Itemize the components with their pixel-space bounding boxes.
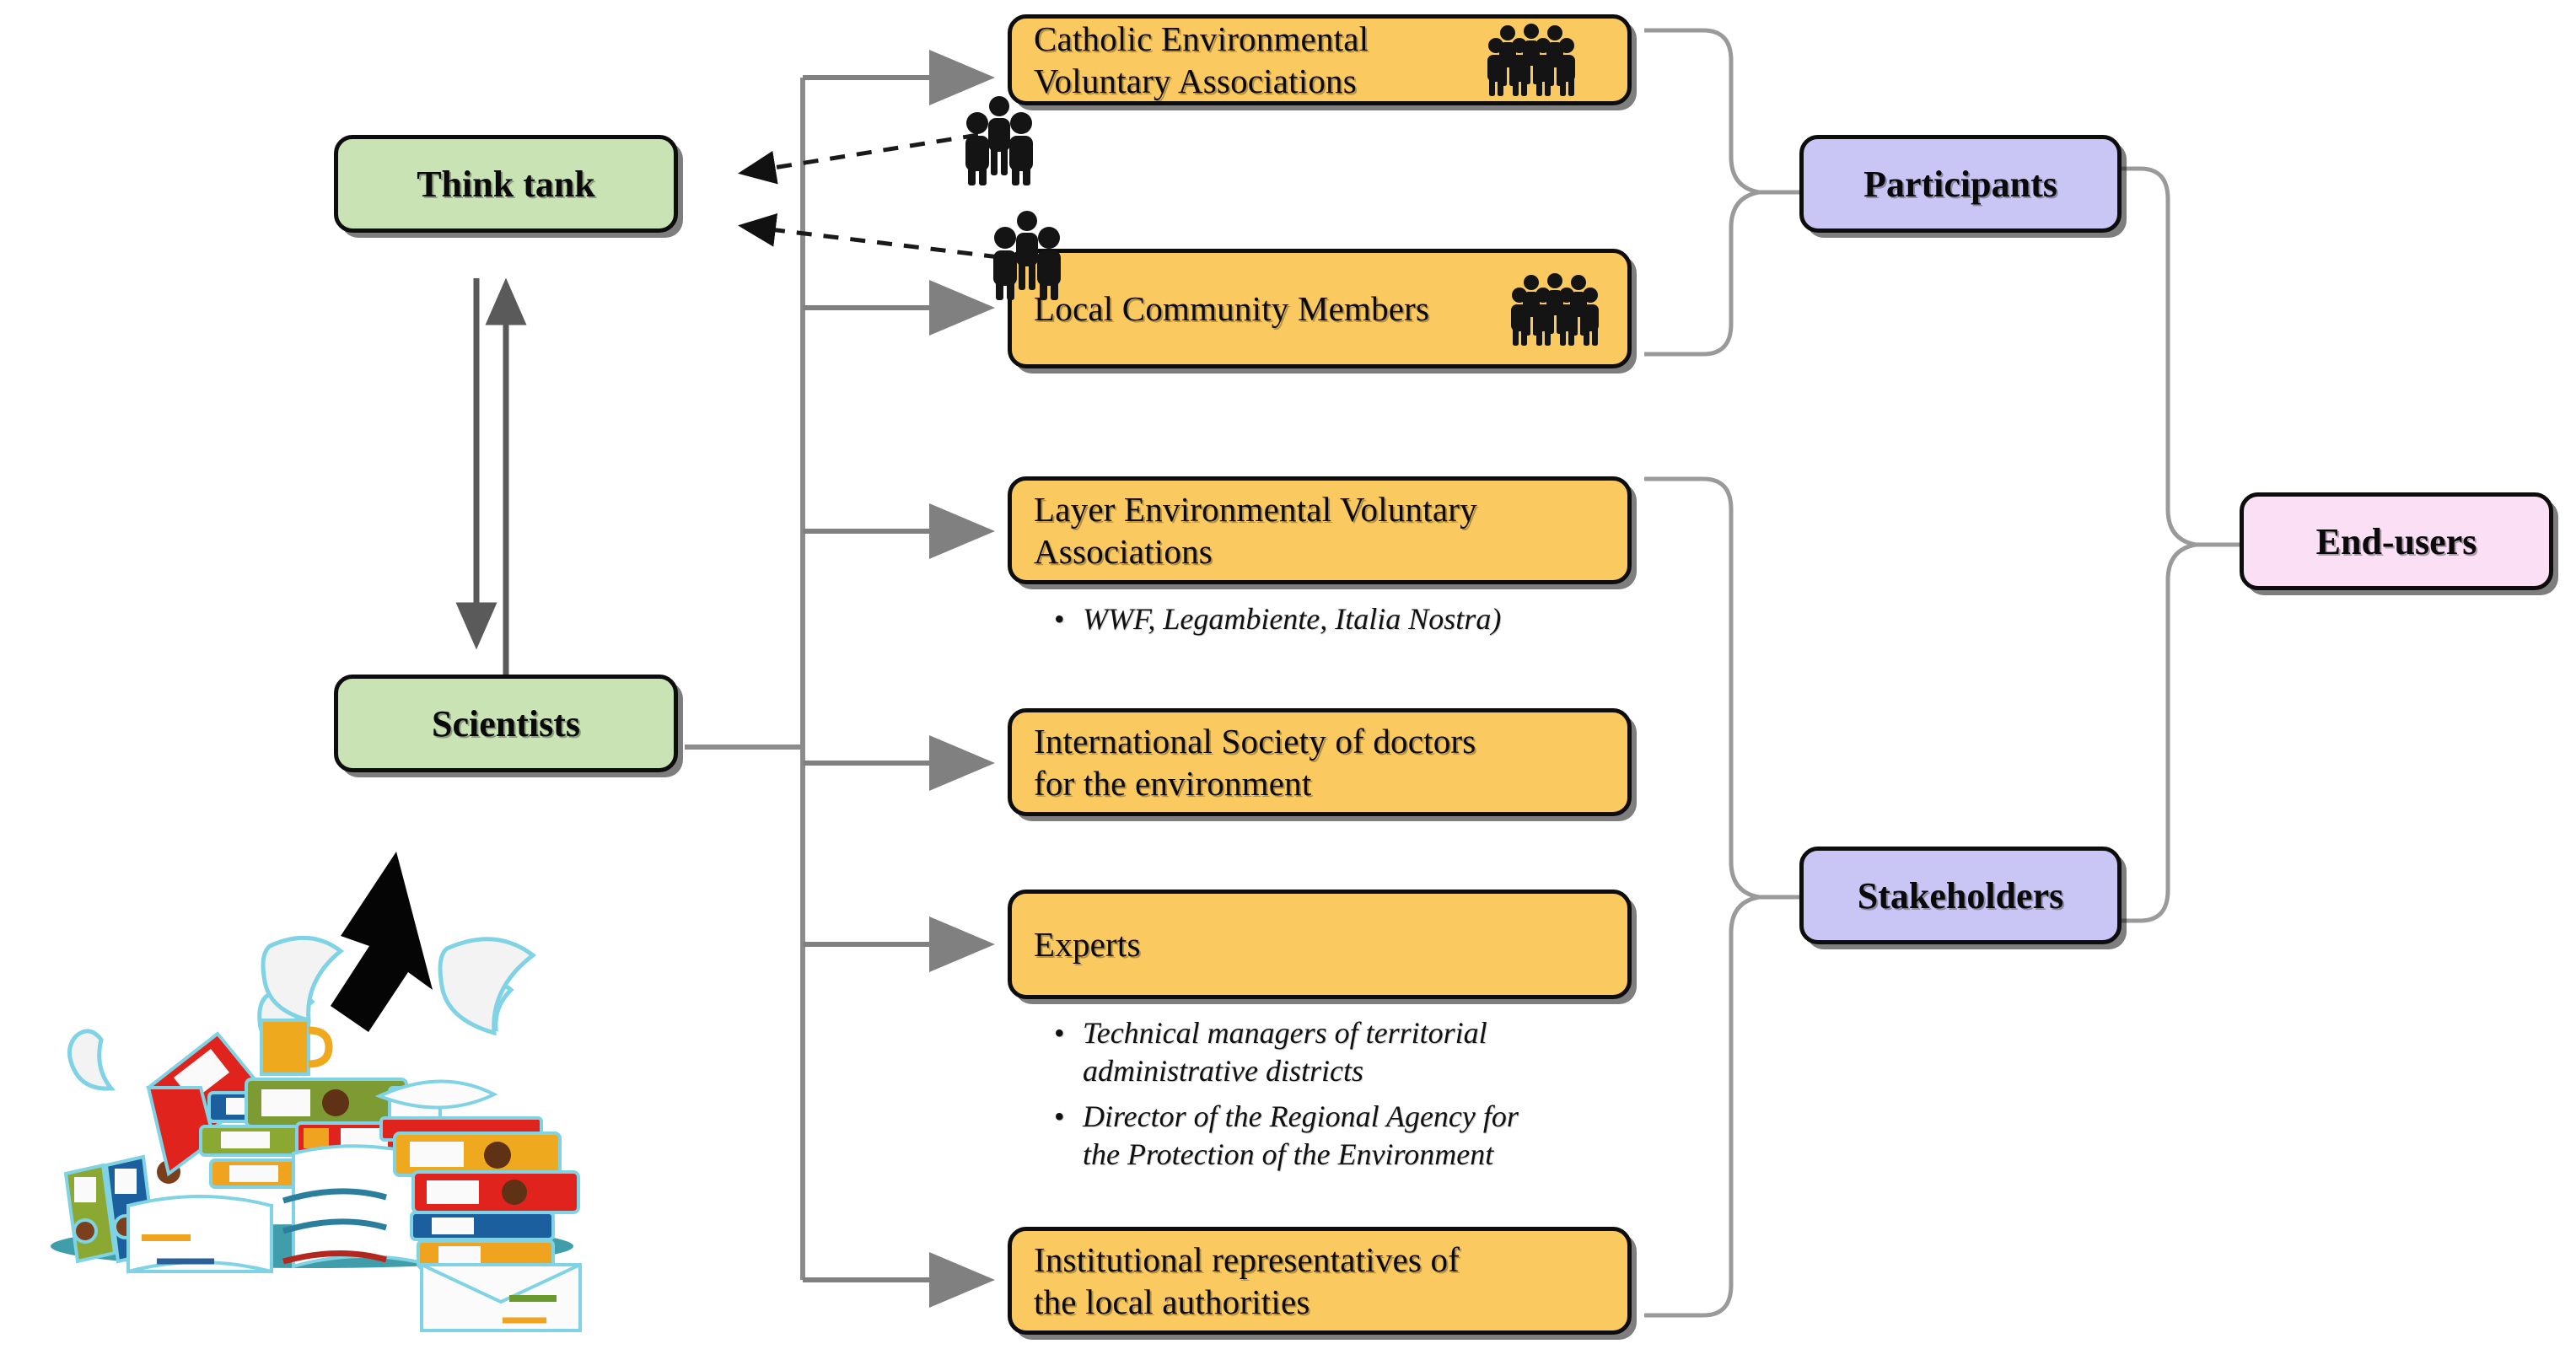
experts-label: Experts (1034, 924, 1141, 964)
bullet-dot: • (1054, 1016, 1065, 1050)
node-scientists[interactable]: Scientists (334, 675, 678, 772)
scientists-branch-trunk (685, 78, 805, 1280)
crowd-people-icon-community (1509, 273, 1600, 346)
bullet-group-experts-examples: • Technical managers of territorial admi… (1054, 1014, 1661, 1174)
international-society-label: International Society of doctors for the… (1034, 721, 1476, 803)
dashed-arrow-community-to-think-tank (738, 212, 1000, 260)
list-item: • Director of the Regional Agency for th… (1054, 1098, 1661, 1175)
scientists-branch-arrows (803, 50, 995, 1308)
bullet-text: Director of the Regional Agency for the … (1083, 1099, 1519, 1172)
think-tank-label: Think tank (417, 163, 595, 205)
feedback-dashed-arrows (738, 132, 1000, 260)
bullet-dot: • (1054, 1099, 1065, 1133)
node-institutional-representatives[interactable]: Institutional representatives of the loc… (1008, 1227, 1632, 1335)
crowd-people-icon (1511, 273, 1599, 346)
bullet-text: WWF, Legambiente, Italia Nostra) (1083, 602, 1502, 636)
node-local-community-members[interactable]: Local Community Members (1008, 249, 1632, 368)
think-tank-scientists-arrows (455, 277, 527, 675)
crowd-people-icon (1487, 24, 1575, 96)
node-participants[interactable]: Participants (1799, 135, 2122, 233)
crowd-people-icon-catholic (1486, 24, 1577, 96)
three-people-icon-community (988, 209, 1066, 300)
node-stakeholders[interactable]: Stakeholders (1799, 847, 2122, 944)
list-item: • Technical managers of territorial admi… (1054, 1014, 1661, 1091)
participants-label: Participants (1863, 163, 2057, 205)
catholic-associations-label: Catholic Environmental Voluntary Associa… (1034, 19, 1369, 100)
local-community-members-label: Local Community Members (1034, 288, 1430, 328)
institutional-representatives-label: Institutional representatives of the loc… (1034, 1239, 1460, 1321)
three-people-icon-catholic (960, 94, 1038, 185)
end-users-label: End-users (2315, 520, 2477, 562)
node-experts[interactable]: Experts (1008, 890, 1632, 999)
node-layer-environmental-voluntary-associations[interactable]: Layer Environmental Voluntary Associatio… (1008, 476, 1632, 584)
layer-associations-label: Layer Environmental Voluntary Associatio… (1034, 489, 1477, 571)
three-people-icon (965, 96, 1033, 185)
node-think-tank[interactable]: Think tank (334, 135, 678, 233)
bullet-dot: • (1054, 602, 1065, 636)
node-catholic-environmental-voluntary-associations[interactable]: Catholic Environmental Voluntary Associa… (1008, 14, 1632, 105)
scientists-label: Scientists (432, 702, 580, 745)
node-international-society-of-doctors[interactable]: International Society of doctors for the… (1008, 708, 1632, 816)
end-users-brace (2100, 166, 2240, 923)
bullet-group-layer-associations-examples: • WWF, Legambiente, Italia Nostra) (1054, 600, 1661, 638)
list-item: • WWF, Legambiente, Italia Nostra) (1054, 600, 1661, 638)
node-end-users[interactable]: End-users (2240, 492, 2553, 590)
stakeholders-label: Stakeholders (1857, 874, 2064, 917)
dashed-arrow-participants-to-think-tank (738, 132, 979, 185)
stakeholders-brace (1644, 476, 1799, 1318)
participants-brace (1644, 28, 1799, 357)
bullet-text: Technical managers of territorial admini… (1083, 1016, 1487, 1089)
three-people-icon (993, 211, 1061, 300)
